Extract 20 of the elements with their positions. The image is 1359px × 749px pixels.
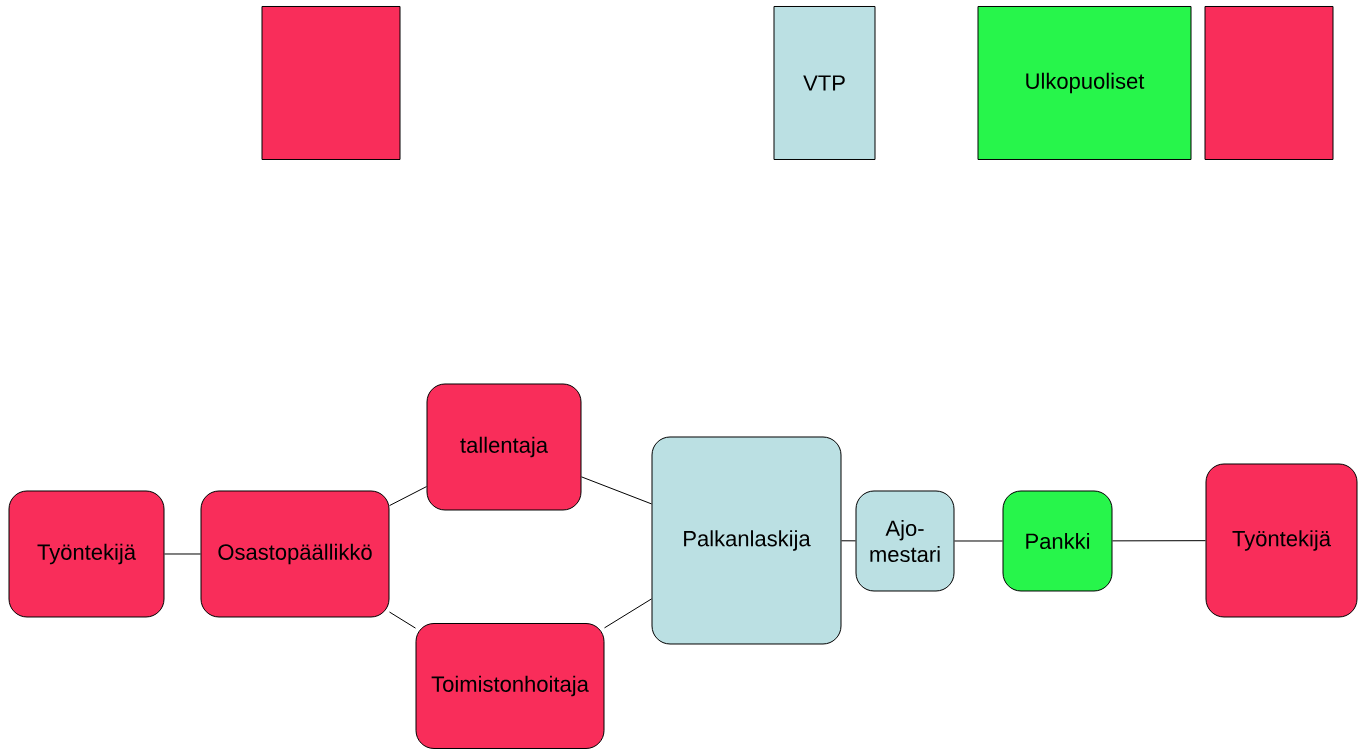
connector-line	[604, 598, 652, 629]
role-box: Palkanlaskija	[651, 436, 842, 645]
role-box: Toimistonhoitaja	[415, 623, 605, 749]
category-box	[1204, 6, 1334, 160]
role-box: Työntekijä	[8, 490, 165, 618]
category-box: VTP	[773, 6, 876, 160]
connector-line	[164, 553, 201, 555]
role-box: Työntekijä	[1205, 463, 1358, 618]
category-box	[261, 6, 401, 160]
connector-line	[389, 486, 427, 507]
role-box: Pankki	[1002, 490, 1113, 592]
role-box: Ajo- mestari	[855, 490, 955, 592]
role-box: tallentaja	[426, 383, 582, 511]
connector-line	[1112, 540, 1206, 542]
role-box: Osastopäällikkö	[200, 490, 390, 618]
connector-line	[581, 476, 652, 505]
connector-line	[389, 611, 416, 629]
category-box: Ulkopuoliset	[977, 6, 1192, 160]
connector-line	[841, 540, 856, 542]
connector-line	[954, 540, 1003, 542]
